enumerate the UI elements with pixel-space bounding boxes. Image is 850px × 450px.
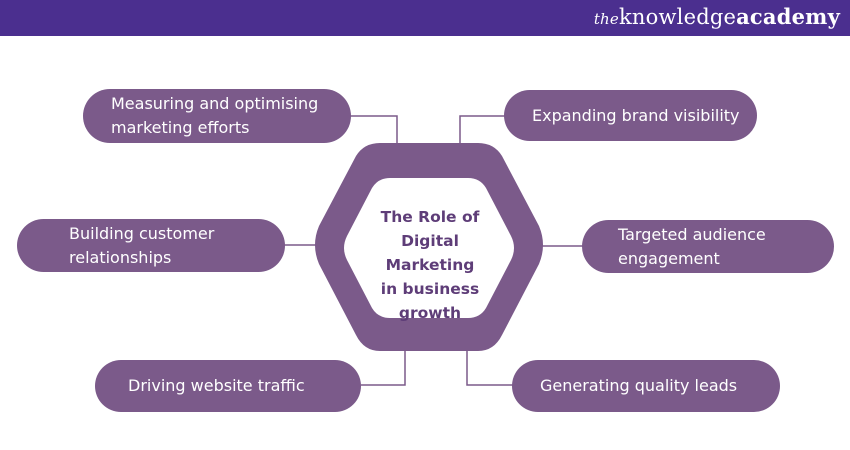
node-customer-label: Building customer relationships (69, 223, 215, 267)
inner-hexagon (344, 178, 514, 318)
node-customer: Building customer relationships (17, 219, 285, 272)
node-measuring: Measuring and optimising marketing effor… (83, 89, 351, 143)
diagram-center-title: The Role of Digital Marketing in busines… (380, 208, 480, 322)
node-brand: Expanding brand visibility (504, 90, 757, 141)
node-traffic-label: Driving website traffic (128, 376, 305, 395)
node-brand-label: Expanding brand visibility (532, 105, 740, 125)
node-measuring-label: Measuring and optimising marketing effor… (111, 94, 319, 137)
node-leads: Generating quality leads (512, 360, 780, 412)
brand-logo-the: the (593, 10, 619, 28)
brand-logo-knowledge: knowledge (618, 5, 737, 29)
connector-traffic (361, 350, 406, 386)
connector-measuring (350, 115, 398, 150)
brand-logo-academy: academy (736, 4, 840, 29)
connector-leads (466, 350, 513, 386)
node-leads-label: Generating quality leads (540, 376, 738, 395)
node-traffic: Driving website traffic (95, 360, 361, 412)
brand-logo: theknowledgeacademy (594, 4, 840, 29)
connector-brand (459, 115, 505, 150)
node-targeted: Targeted audience engagement (582, 220, 834, 273)
header-bar: theknowledgeacademy (0, 0, 850, 36)
node-targeted-label: Targeted audience engagement (618, 224, 766, 268)
